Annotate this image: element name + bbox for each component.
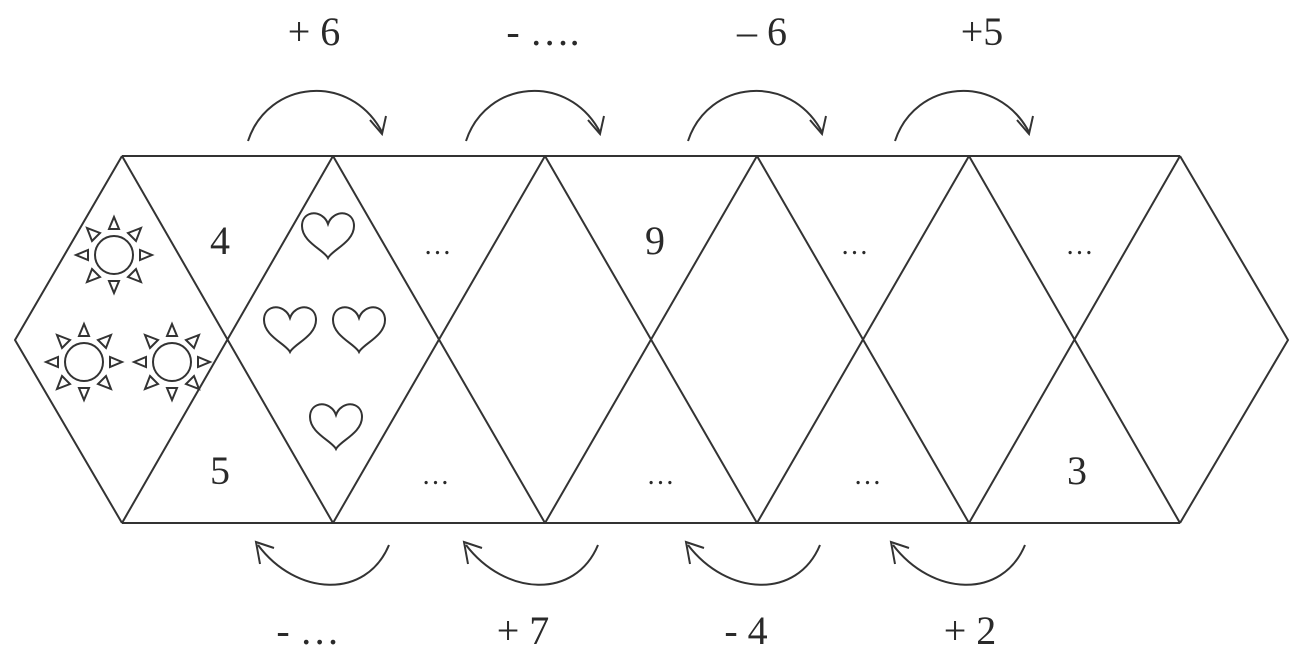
heart-icon	[309, 403, 363, 450]
bottom-arrow-1	[254, 540, 390, 586]
top-operation-2: - ….	[506, 9, 579, 54]
bottom-arrow-2	[462, 540, 599, 586]
sun-icon	[45, 323, 123, 401]
lower-cell-2: …	[422, 460, 451, 491]
bottom-arrow-4	[889, 540, 1026, 586]
bottom-operation-4: + 2	[944, 608, 997, 653]
grid	[14, 155, 1289, 524]
diagonal-8	[544, 155, 758, 524]
bottom-operation-2: + 7	[497, 608, 550, 653]
top-operations: + 6 - …. – 6 +5	[288, 9, 1004, 54]
top-arrow-3	[687, 89, 827, 142]
upper-cells: 4 … 9 … …	[210, 218, 1095, 263]
heart-icon	[263, 306, 317, 353]
heart-icon	[332, 306, 386, 353]
top-operation-3: – 6	[736, 9, 787, 54]
upper-cell-3: 9	[645, 218, 665, 263]
left-point	[14, 155, 123, 524]
bottom-operation-1: - …	[276, 608, 339, 653]
upper-cell-4: …	[841, 230, 870, 261]
diagonal-6	[121, 155, 334, 524]
lower-cell-5: 3	[1067, 448, 1087, 493]
diagonal-7	[332, 155, 546, 524]
heart-icon	[301, 212, 355, 259]
lower-cell-1: 5	[210, 448, 230, 493]
top-arrow-4	[894, 89, 1034, 142]
heart-group	[263, 212, 386, 450]
upper-cell-2: …	[424, 230, 453, 261]
top-operation-4: +5	[961, 9, 1004, 54]
diagonal-9	[756, 155, 970, 524]
diagonal-10	[968, 155, 1181, 524]
lower-cell-3: …	[647, 460, 676, 491]
top-operation-1: + 6	[288, 9, 341, 54]
sun-icon	[133, 323, 211, 401]
bottom-operations: - … + 7 - 4 + 2	[276, 608, 996, 653]
lower-cell-4: …	[854, 460, 883, 491]
bottom-operation-3: - 4	[724, 608, 767, 653]
sun-icon	[75, 216, 153, 294]
top-arrow-2	[465, 89, 605, 142]
upper-cell-1: 4	[210, 218, 230, 263]
bottom-arrow-3	[684, 540, 821, 586]
bottom-arrows	[254, 540, 1026, 586]
upper-cell-5: …	[1066, 230, 1095, 261]
top-arrow-1	[247, 89, 387, 142]
right-point	[1179, 155, 1289, 524]
lower-cells: 5 … … … 3	[210, 448, 1087, 493]
top-arrows	[247, 89, 1034, 142]
